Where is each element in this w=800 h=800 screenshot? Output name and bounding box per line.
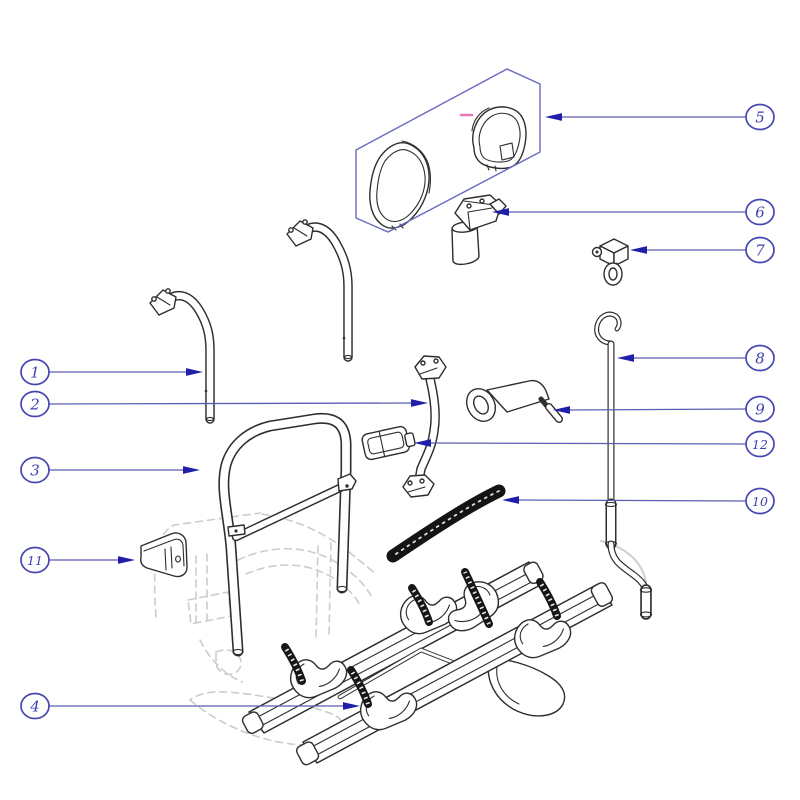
callout-1: 1 [20,358,203,386]
callout-3: 3 [20,456,200,484]
callout-7: 7 [630,236,775,264]
callout-circle-4 [20,692,50,720]
callout-circle-2 [20,390,50,418]
callout-9: 9 [553,395,775,423]
arrowhead-1 [186,368,203,376]
callout-circle-11 [20,546,50,574]
leader-line-10 [516,499,747,502]
callout-8: 8 [617,344,775,372]
callout-circle-6 [745,198,775,226]
callout-circle-9 [745,395,775,423]
callout-2: 2 [20,390,428,418]
part-cover-shell-right [471,106,527,172]
callout-number-5: 5 [755,109,765,127]
arrowhead-12 [414,439,431,447]
part-lock-bracket [451,194,507,266]
kit-panel-outline [355,68,541,233]
part-tension-strut [402,355,447,498]
callout-circle-7 [745,236,775,264]
leader-line-9 [567,408,747,411]
arrowhead-3 [183,466,200,474]
arrowhead-5 [545,113,562,121]
callout-4: 4 [20,692,360,720]
leader-line-12 [428,442,747,445]
callout-number-1: 1 [30,364,40,382]
callout-number-2: 2 [29,396,40,414]
callout-6: 6 [492,198,775,226]
part-u-frame [218,412,357,657]
callout-number-10: 10 [752,494,768,509]
callout-circle-8 [745,344,775,372]
callout-10: 10 [502,487,775,515]
callout-number-8: 8 [755,350,765,368]
callout-number-11: 11 [27,553,43,568]
callout-circle-3 [20,456,50,484]
arrowhead-9 [553,406,570,414]
part-support-tube-right [286,219,353,362]
callout-12: 12 [414,430,775,458]
parts-artwork [140,68,653,766]
callout-11: 11 [20,546,135,574]
part-handle-eye [465,379,563,423]
callout-number-12: 12 [752,437,768,452]
arrowhead-8 [617,354,634,362]
callout-circle-1 [20,358,50,386]
part-rail-assembly [241,561,614,766]
part-support-tube-left [149,288,215,424]
callout-number-7: 7 [755,242,765,260]
callout-number-9: 9 [755,401,765,419]
callout-number-3: 3 [30,462,40,480]
arrowhead-4 [343,702,360,710]
arrowhead-2 [411,399,428,407]
callout-circle-10 [745,487,775,515]
part-tension-rod [594,311,653,620]
arrowhead-7 [630,246,647,254]
callout-circle-12 [745,430,775,458]
part-wall-bracket [140,532,188,578]
part-ratchet-strap [386,484,506,563]
callout-number-6: 6 [755,204,765,222]
part-cover-shell-left [369,140,431,231]
part-cube-eyelet [591,238,629,286]
arrowhead-11 [118,556,135,564]
callout-circle-5 [745,103,775,131]
arrowhead-10 [502,496,519,504]
part-cover-pad [361,425,416,461]
arrowhead-6 [492,208,509,216]
callout-number-4: 4 [29,698,40,716]
leader-line-2 [48,402,414,405]
callout-5: 5 [545,103,775,131]
